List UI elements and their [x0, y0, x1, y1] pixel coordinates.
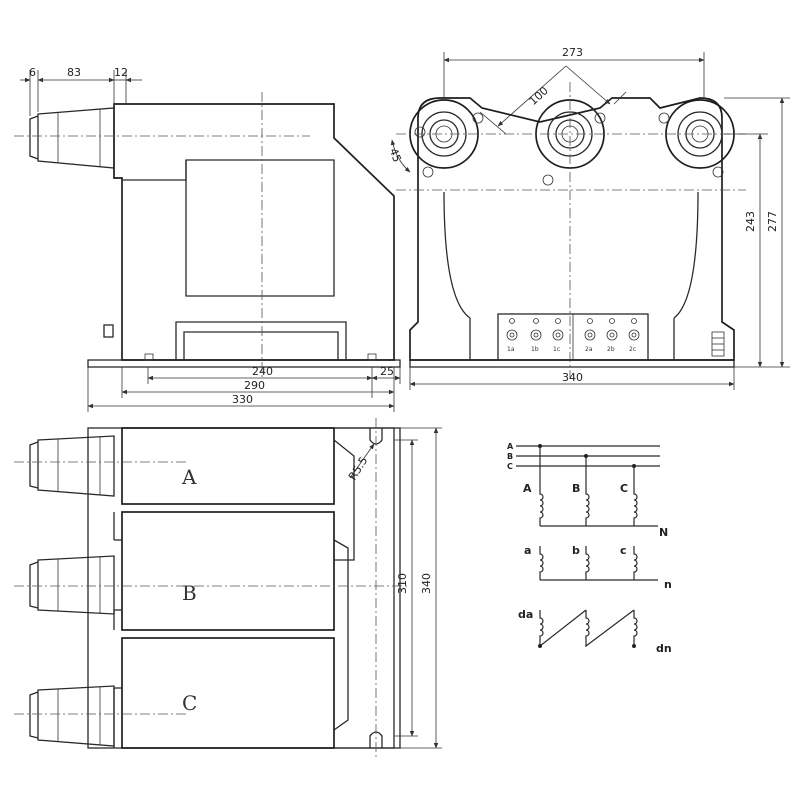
top-view: A B C R5.5 310 340	[14, 418, 442, 760]
secondary-label-b: b	[572, 544, 580, 557]
terminal-1b: 1b	[530, 318, 542, 353]
bus-label-c: C	[507, 462, 513, 471]
dim-front-340: 340	[562, 371, 583, 384]
dim-top-r55: R5.5	[346, 454, 370, 482]
bus-label-b: B	[507, 452, 513, 461]
dim-front-100: 100	[527, 84, 551, 108]
terminal-1c: 1c	[552, 318, 564, 353]
phase-a-label: A	[181, 465, 197, 489]
phase-b-label: B	[182, 581, 197, 605]
dim-side-12: 12	[114, 66, 128, 79]
dim-side-330: 330	[232, 393, 253, 406]
primary-label-b: B	[572, 482, 580, 495]
secondary-neutral-label: n	[664, 578, 672, 591]
bushing-b-top	[29, 555, 115, 615]
dim-side-290: 290	[244, 379, 265, 392]
dim-top-340: 340	[420, 573, 433, 594]
phase-c-label: C	[182, 691, 197, 715]
dim-side-83: 83	[67, 66, 81, 79]
dim-side-6: 6	[29, 66, 36, 79]
wiring-diagram: A B C A B C N a b c n da dn	[507, 442, 672, 655]
dim-front-277: 277	[766, 211, 779, 232]
front-view: 1a 1b 1c 2a 2b 2c 273 100 45 243 277 340	[387, 46, 790, 390]
terminal-label: 2c	[629, 346, 636, 353]
bushing-c-top	[29, 685, 115, 747]
dim-side-240: 240	[252, 365, 273, 378]
terminal-label: 2a	[585, 346, 593, 353]
primary-label-c: C	[620, 482, 628, 495]
terminal-label: 1b	[531, 346, 539, 353]
bushing-a-top	[29, 435, 115, 497]
terminal-2c: 2c	[628, 318, 640, 353]
terminal-box: 1a 1b 1c 2a 2b 2c	[497, 313, 649, 361]
dim-top-310: 310	[396, 573, 409, 594]
dim-front-273: 273	[562, 46, 583, 59]
primary-label-a: A	[523, 482, 532, 495]
terminal-1a: 1a	[506, 318, 518, 353]
terminal-label: 1c	[553, 346, 560, 353]
primary-neutral-label: N	[659, 526, 668, 539]
terminal-2b: 2b	[606, 318, 618, 353]
dim-front-243: 243	[744, 211, 757, 232]
side-view: 6 83 12 240 25 290 330	[14, 66, 401, 412]
dim-front-45: 45	[387, 146, 404, 164]
residual-start-label: da	[518, 608, 533, 621]
terminal-2a: 2a	[584, 318, 596, 353]
terminal-label: 1a	[507, 346, 515, 353]
bus-label-a: A	[507, 442, 514, 451]
terminal-label: 2b	[607, 346, 615, 353]
dim-side-25: 25	[380, 365, 394, 378]
secondary-label-c: c	[620, 544, 627, 557]
residual-end-label: dn	[656, 642, 672, 655]
secondary-label-a: a	[524, 544, 531, 557]
